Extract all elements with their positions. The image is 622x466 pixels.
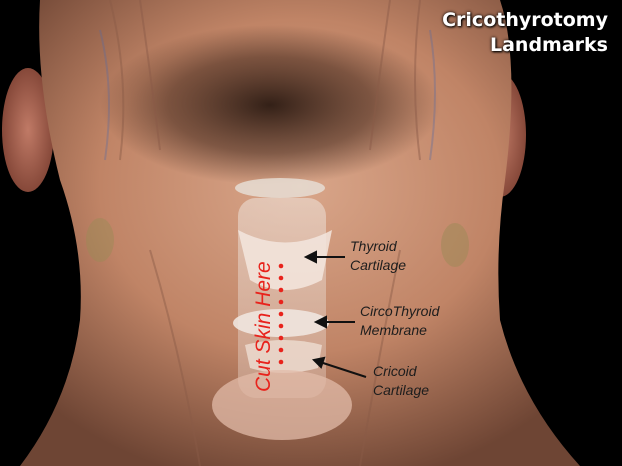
figure-title: Cricothyrotomy Landmarks — [442, 8, 608, 58]
incision-line — [279, 264, 284, 365]
cut-skin-here-label: Cut Skin Here — [251, 222, 277, 392]
thyroid-label-line-1: Thyroid — [350, 237, 406, 256]
title-line-1: Cricothyrotomy — [442, 8, 608, 33]
title-line-2: Landmarks — [442, 33, 608, 58]
thyroid-label-line-2: Cartilage — [350, 256, 406, 275]
cricoid-label-line-2: Cartilage — [373, 381, 429, 400]
hyoid-bone — [235, 178, 325, 198]
cricoid-cartilage-label: Cricoid Cartilage — [373, 362, 429, 400]
cricoid-label-line-1: Cricoid — [373, 362, 429, 381]
chin-shadow — [100, 25, 440, 185]
thyroid-gland — [212, 370, 352, 440]
thyroid-cartilage-label: Thyroid Cartilage — [350, 237, 406, 275]
membrane-label-line-2: Membrane — [360, 321, 439, 340]
membrane-label-line-1: CircoThyroid — [360, 302, 439, 321]
cricothyroid-membrane-label: CircoThyroid Membrane — [360, 302, 439, 340]
